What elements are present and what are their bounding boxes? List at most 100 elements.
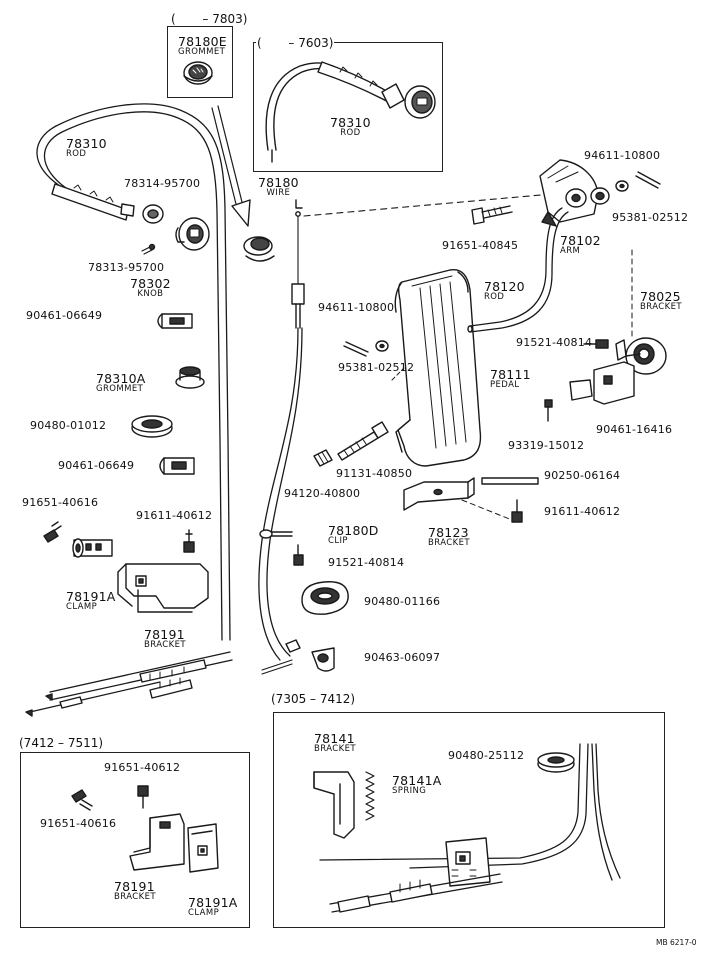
label-94611-a: 94611-10800 [318, 301, 395, 314]
washer-94611-right [615, 180, 629, 192]
label-78141a: 78141A SPRING [392, 773, 442, 796]
bolt-91651-drawing [43, 521, 62, 543]
bolt-91521-lower [293, 544, 304, 566]
label-78123: 78123 BRACKET [428, 525, 470, 548]
pointer-arrow [211, 105, 251, 227]
bolt-93319 [544, 399, 553, 422]
rod-78310-boxed-drawing [265, 61, 436, 163]
grommet-box [167, 26, 233, 98]
rod-78310-drawing [36, 103, 231, 641]
bracket-78123-drawing [403, 477, 475, 511]
lower-left-box-range: (7412 – 7511) [18, 736, 105, 750]
reference-code: MB 6217-0 [656, 938, 697, 947]
clamp-78191a-lower-drawing [187, 823, 219, 873]
grommet-on-wire [243, 236, 275, 262]
bracket-90461-drawing [569, 361, 635, 405]
pin-95381-right [635, 171, 661, 189]
arm-78102-drawing [467, 159, 610, 333]
dashed-link-3 [391, 367, 405, 381]
label-91611-b: 91611-40612 [544, 505, 621, 518]
dashed-link [303, 193, 553, 217]
grommet-90480-drawing [131, 415, 173, 438]
bolt-91611-drawing [183, 529, 195, 553]
grommet-90480-25112-drawing [537, 752, 575, 773]
lower-right-box-range: (7305 – 7412) [270, 692, 357, 706]
spring-78141a-drawing [365, 771, 375, 821]
label-90480-b: 90480-01166 [364, 595, 441, 608]
clip-78180d-drawing [259, 529, 293, 539]
label-91651-d: 91651-40616 [40, 817, 117, 830]
bracket-78141-drawing [313, 771, 355, 839]
label-78310: 78310 ROD [66, 136, 107, 159]
clamp-78191a-drawing [72, 538, 113, 558]
bolt-91651-40616-lower [71, 789, 93, 811]
bracket-78025-drawing [615, 249, 667, 375]
label-78141: 78141 BRACKET [314, 731, 356, 754]
label-90461-c: 90461-16416 [596, 423, 673, 436]
dashed-link-2 [461, 499, 513, 521]
grommet-box-range: ( – 7803) [170, 12, 249, 26]
label-93319: 93319-15012 [508, 439, 585, 452]
label-78191: 78191 BRACKET [144, 627, 186, 650]
label-91131: 91131-40850 [336, 467, 413, 480]
label-91611-a: 91611-40612 [136, 509, 213, 522]
bracket-78191-lower-drawing [129, 813, 185, 871]
label-78111: 78111 PEDAL [490, 367, 531, 390]
label-95381-b: 95381-02512 [612, 211, 689, 224]
label-78180e: 78180E GROMMET [178, 34, 227, 57]
rod-box-range: ( – 7603) [256, 36, 335, 50]
label-94611-b: 94611-10800 [584, 149, 661, 162]
label-78025: 78025 BRACKET [640, 289, 682, 312]
label-91651-a: 91651-40616 [22, 496, 99, 509]
grommet-90480-01166 [301, 581, 349, 615]
label-78191a: 78191A CLAMP [66, 589, 116, 612]
label-90250: 90250-06164 [544, 469, 621, 482]
label-78310-box: 78310 ROD [330, 115, 371, 138]
pin-95381-center [343, 341, 369, 357]
nut-94120-drawing [313, 449, 333, 467]
label-78180: 78180 WIRE [258, 175, 299, 198]
label-78102: 78102 ARM [560, 233, 601, 256]
label-78191-lower: 78191 BRACKET [114, 879, 156, 902]
label-90461-b: 90461-06649 [58, 459, 135, 472]
lever-assembly-drawing [319, 743, 621, 913]
label-90463: 90463-06097 [364, 651, 441, 664]
label-78120: 78120 ROD [484, 279, 525, 302]
label-78310a: 78310A GROMMET [96, 371, 146, 394]
label-90461-a: 90461-06649 [26, 309, 103, 322]
label-94120: 94120-40800 [284, 487, 361, 500]
label-91521-a: 91521-40814 [516, 336, 593, 349]
label-78180d: 78180D CLIP [328, 523, 379, 546]
label-91651-c: 91651-40612 [104, 761, 181, 774]
lower-right-box [273, 712, 665, 928]
label-90480-a: 90480-01012 [30, 419, 107, 432]
grommet-78180e-drawing [183, 61, 213, 85]
wire-78180-drawing [258, 199, 305, 675]
clip-90463 [311, 647, 335, 672]
pedal-78111-drawing [394, 269, 482, 467]
label-78314: 78314-95700 [124, 177, 201, 190]
label-91521-b: 91521-40814 [328, 556, 405, 569]
rod-box [253, 42, 443, 172]
bolt-91651-40845 [471, 205, 513, 225]
clip-90461-lower [159, 457, 195, 475]
label-91651-b: 91651-40845 [442, 239, 519, 252]
label-90480-c: 90480-25112 [448, 749, 525, 762]
bracket-78191-drawing [117, 563, 209, 613]
lower-left-box [20, 752, 250, 928]
label-78302: 78302 KNOB [130, 276, 171, 299]
washer-94611-center [375, 340, 389, 352]
bolt-91521-right [583, 339, 609, 349]
grommet-78310a-drawing [175, 366, 205, 389]
label-78191a-lower: 78191A CLAMP [188, 895, 238, 918]
bolt-91611-right [511, 499, 523, 523]
label-78313: 78313-95700 [88, 261, 165, 274]
bolt-91131-drawing [337, 421, 389, 461]
clip-90461-upper [157, 313, 193, 329]
pin-90250-drawing [481, 477, 539, 485]
bolt-91651-40612-lower [137, 785, 149, 809]
label-95381-a: 95381-02512 [338, 361, 415, 374]
cables-lower-left [25, 651, 233, 717]
